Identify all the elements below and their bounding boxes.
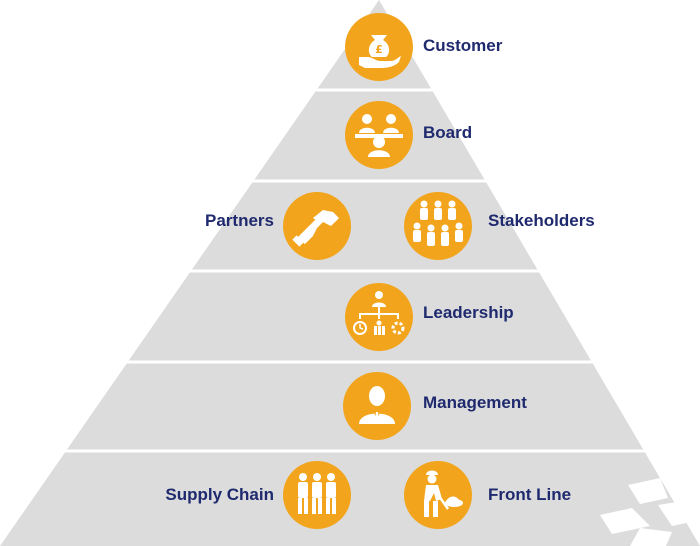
handshake-icon [283,192,351,260]
torn-edge-shard [658,500,700,526]
supply-chain-label: Supply Chain [165,485,274,504]
board-label: Board [423,123,473,142]
torn-edge-shard [680,466,700,488]
manager-icon [343,372,411,440]
customer-label: Customer [423,36,503,55]
management-node [343,372,411,440]
customer-node: £ [345,13,413,81]
stakeholders-label: Stakeholders [488,211,595,230]
partners-label: Partners [205,211,274,230]
stakeholders-node [404,192,472,260]
partners-node [283,192,351,260]
org-chart-icon [345,283,413,351]
torn-edge-shard [630,528,672,546]
money-bag-hand-icon: £ [345,13,413,81]
workers-line-icon [283,461,351,529]
shovel-worker-icon [404,461,472,529]
group-people-icon [404,192,472,260]
leadership-node [345,283,413,351]
management-label: Management [423,393,527,412]
front-line-label: Front Line [488,485,572,504]
supply-chain-node [283,461,351,529]
torn-edge-shard [600,508,650,534]
boardroom-icon [345,101,413,169]
board-node [345,101,413,169]
svg-text:£: £ [375,43,383,56]
torn-edge-shard [628,478,668,504]
front-line-node [404,461,472,529]
leadership-label: Leadership [423,303,514,322]
